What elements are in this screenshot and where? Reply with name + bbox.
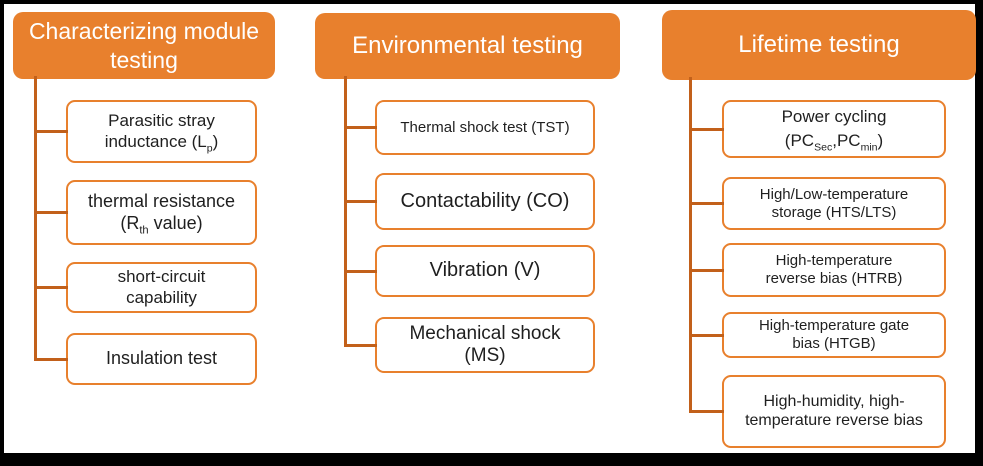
test-box-label-line: short-circuit [117,267,206,287]
connector-line [34,357,68,361]
test-box-label-line: (PCSec,PCmin) [784,130,884,154]
test-box-label-line: High-temperature [775,252,893,270]
connector-line [344,126,377,129]
test-box-high-low-temperature-storage: High/Low-temperature storage (HTS/LTS) [722,177,946,230]
connector-line [344,200,377,203]
test-box-thermal-resistance: thermal resistance (Rth value) [66,180,257,245]
test-box-label-line: Parasitic stray [108,111,215,131]
test-box-label-line: High-temperature gate [758,317,910,335]
test-box-label-line: Power cycling [781,107,887,127]
connector-line [689,202,724,205]
test-box-label-line: Vibration (V) [429,259,541,282]
test-box-mechanical-shock: Mechanical shock (MS) [375,317,595,373]
connector-line [34,211,68,214]
test-box-vibration: Vibration (V) [375,245,595,297]
test-box-label-line: bias (HTGB) [792,335,876,352]
test-box-insulation-test: Insulation test [66,333,257,385]
test-box-label-line: storage (HTS/LTS) [771,203,897,221]
connector-line [689,77,692,413]
test-box-label-line: (Rth value) [120,212,203,237]
test-box-high-temperature-gate-bias: High-temperature gate bias (HTGB) [722,312,946,358]
test-box-short-circuit-capability: short-circuit capability [66,262,257,313]
connector-line [34,286,68,289]
test-box-parasitic-stray-inductance: Parasitic stray inductance (Lp) [66,100,257,163]
header-characterizing-module-testing: Characterizing module testing [13,12,275,79]
connector-line [34,76,37,361]
connector-line [689,127,724,131]
test-box-label-line: High/Low-temperature [759,185,909,203]
connector-line [689,410,724,413]
test-box-label-line: Contactability (CO) [400,189,570,212]
connector-line [34,130,68,133]
connector-line [689,268,724,272]
test-box-label-line: inductance (Lp) [104,131,219,154]
test-box-label-line: High-humidity, high- [763,392,905,410]
test-box-contactability: Contactability (CO) [375,173,595,230]
test-box-label-line: Mechanical shock [409,322,561,344]
test-box-label-line: capability [126,287,197,307]
test-box-label-line: (MS) [464,345,506,366]
connector-line [344,76,347,347]
test-box-label-line: temperature reverse bias [745,411,923,429]
test-box-power-cycling: Power cycling (PCSec,PCmin) [722,100,946,158]
header-lifetime-testing: Lifetime testing [662,10,976,80]
test-box-label-line: reverse bias (HTRB) [765,270,903,287]
header-environmental-testing: Environmental testing [315,13,620,79]
connector-line [344,269,377,273]
test-box-label-line: Insulation test [105,348,218,369]
test-box-label-line: Thermal shock test (TST) [400,118,570,136]
connector-line [689,333,724,337]
test-box-high-temperature-reverse-bias: High-temperature reverse bias (HTRB) [722,243,946,297]
test-box-high-humidity-high-temperature-reverse-bias: High-humidity, high- temperature reverse… [722,375,946,448]
test-box-label-line: thermal resistance [87,191,236,212]
diagram-canvas: Characterizing module testing Parasitic … [4,4,976,453]
test-box-thermal-shock-test: Thermal shock test (TST) [375,100,595,155]
connector-line [344,343,377,347]
